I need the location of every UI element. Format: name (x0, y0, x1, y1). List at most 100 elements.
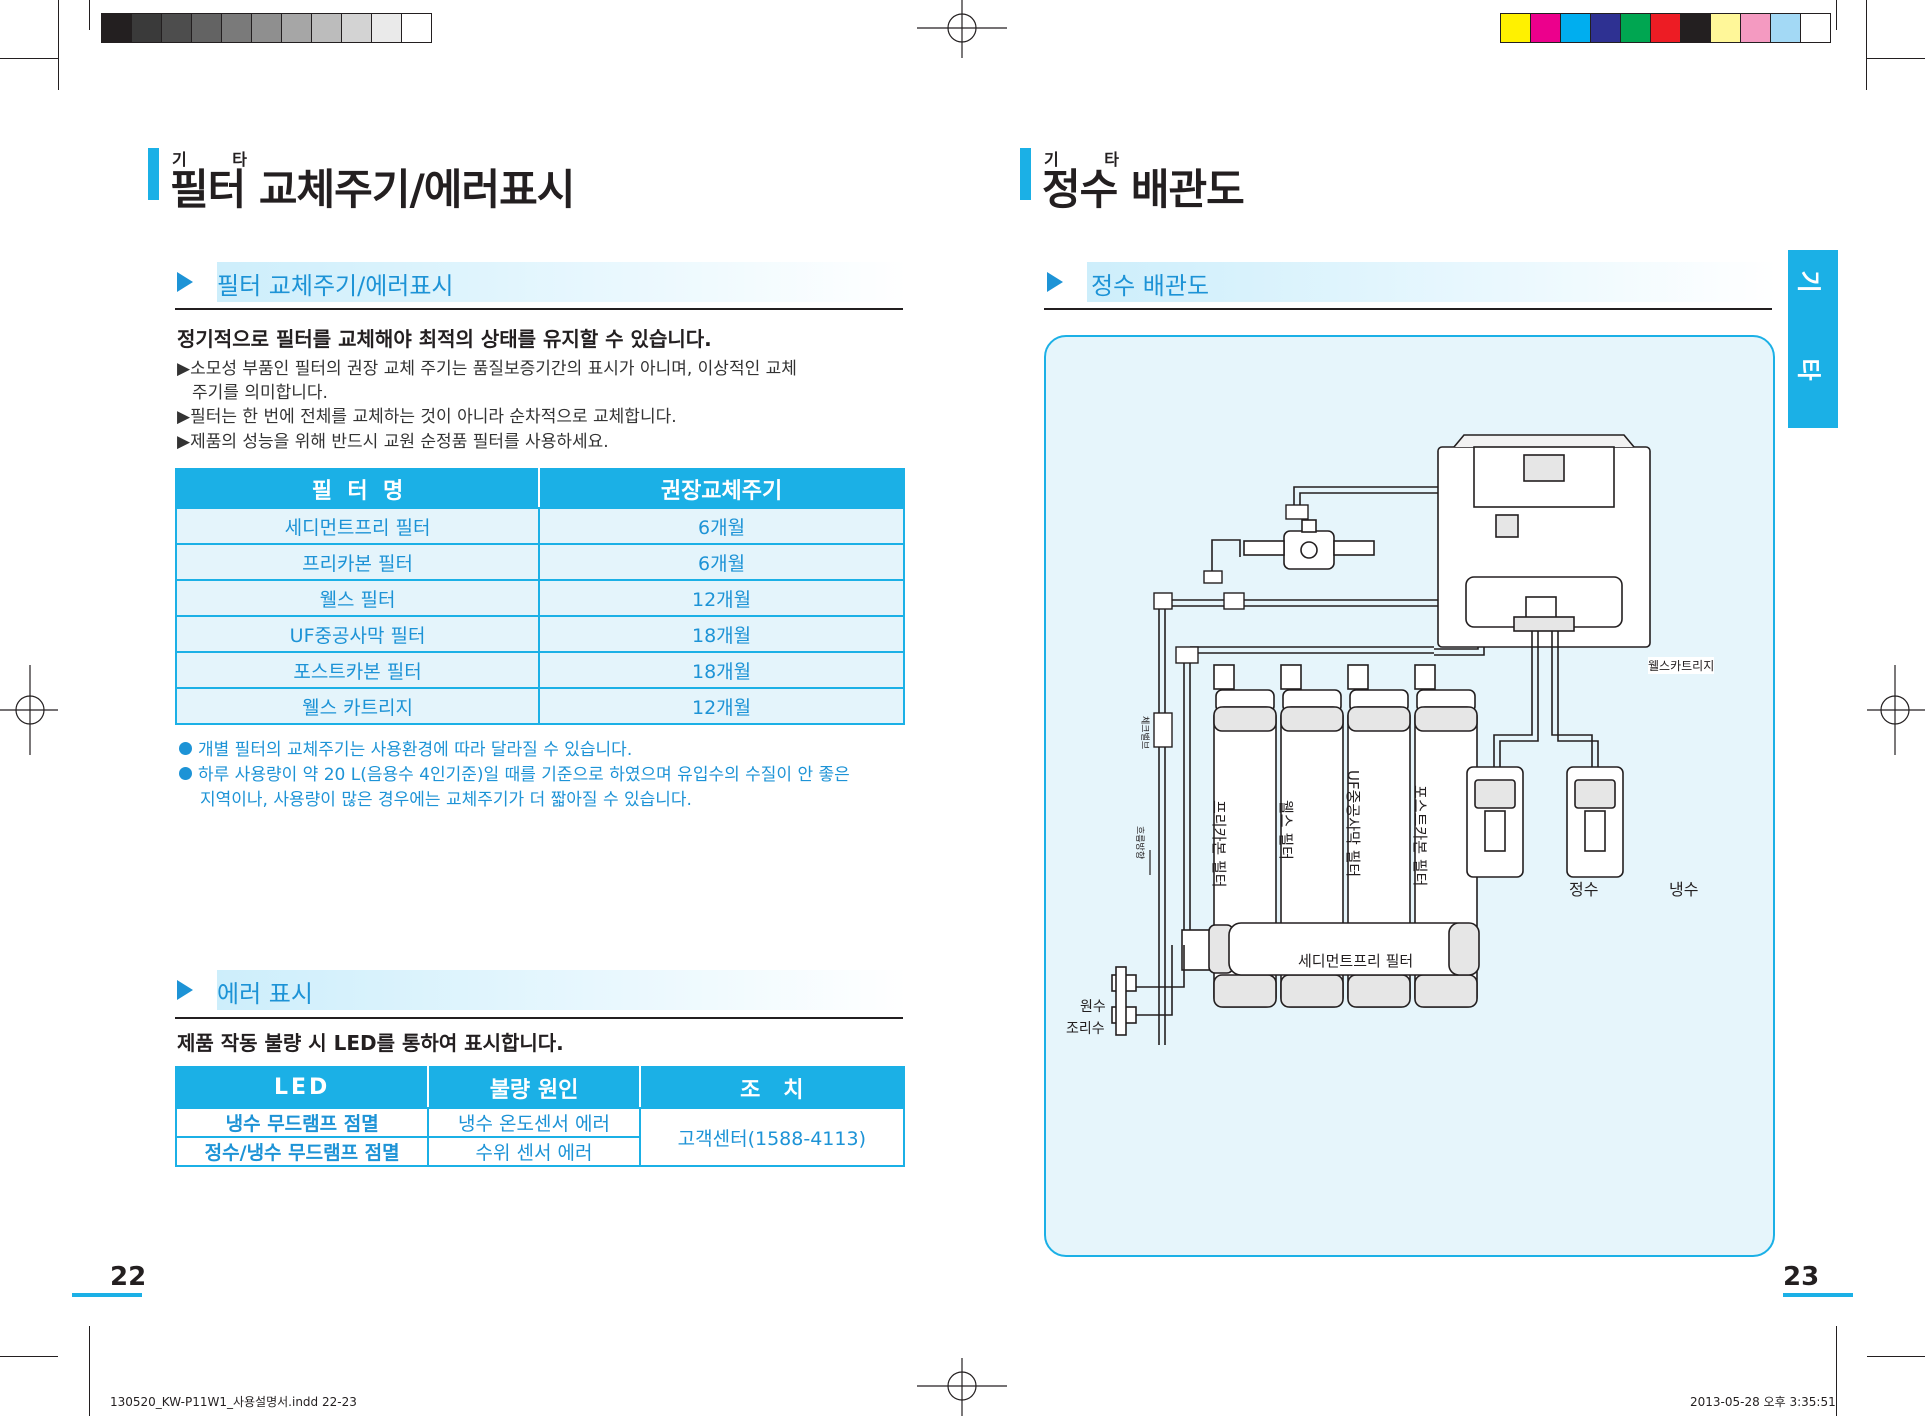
water-tank (1437, 434, 1651, 648)
label-inlet-raw: 원수 (1080, 999, 1106, 1015)
color-swatch (1680, 13, 1711, 43)
note-2-cont: 지역이나, 사용량이 많은 경우에는 교체주기가 더 짧아질 수 있습니다. (200, 790, 692, 810)
side-tab-char-1: 기 (1794, 270, 1823, 293)
header-replacement-cycle: 권장교체주기 (538, 468, 905, 509)
lead-text-error: 제품 작동 불량 시 LED를 통하여 표시합니다. (177, 1031, 564, 1055)
color-swatch (251, 13, 282, 43)
header-cause: 불량 원인 (427, 1066, 641, 1109)
color-swatch (161, 13, 192, 43)
triangle-bullet-icon (1047, 272, 1063, 292)
filter-name-cell: 프리카본 필터 (174, 543, 541, 581)
filter-name-cell: 웰스 카트리지 (174, 687, 541, 725)
section-header-filter: 필터 교체주기/에러표시 (177, 262, 907, 302)
cause-cell: 냉수 온도센서 에러 (427, 1107, 641, 1138)
section-header-plumbing: 정수 배관도 (1047, 262, 1777, 302)
registration-mark-bottom (917, 1358, 1007, 1416)
page-number-underline-right (1783, 1293, 1853, 1297)
ruby-text-left: 기 타 (172, 150, 268, 169)
section-band (217, 970, 907, 1010)
page-title-left: 필터 교체주기/에러표시 (170, 165, 575, 214)
pipe-pump-left (1211, 539, 1241, 575)
header-filter-name: 필 터 명 (174, 468, 541, 509)
lead-text-filter: 정기적으로 필터를 교체해야 최적의 상태를 유지할 수 있습니다. (177, 327, 712, 351)
page-number-right: 23 (1783, 1262, 1820, 1292)
cycle-cell: 6개월 (538, 543, 905, 581)
section-rule (1044, 308, 1772, 310)
color-swatch (281, 13, 312, 43)
crop-mark-bottom-left-v (89, 1326, 90, 1416)
inlet-fittings (1111, 945, 1185, 1036)
side-tab-char-2: 타 (1794, 358, 1823, 381)
section-label: 정수 배관도 (1091, 272, 1210, 300)
error-table-header: LED 불량 원인 조 치 (174, 1066, 906, 1109)
color-swatch (1800, 13, 1831, 43)
registration-mark-top (917, 0, 1007, 58)
section-header-error: 에러 표시 (177, 970, 907, 1010)
section-label: 에러 표시 (217, 980, 313, 1008)
label-filter-uf: UF중공사막 필터 (1344, 770, 1362, 878)
crop-mark-bottom-left-h (0, 1356, 58, 1357)
section-label: 필터 교체주기/에러표시 (217, 272, 454, 300)
label-filter-wells: 웰스 필터 (1277, 800, 1295, 860)
slug-date: 2013-05-28 오후 3:35:51 (1690, 1395, 1836, 1409)
label-filter-postcarbon: 포스트카본 필터 (1411, 785, 1429, 887)
section-band (217, 262, 907, 302)
page-number-underline-left (72, 1293, 142, 1297)
label-outlet-cold: 냉수 (1669, 880, 1699, 899)
label-cartridge: 웰스카트리지 (1648, 657, 1715, 674)
table-row: 냉수 무드램프 점멸 냉수 온도센서 에러 고객센터(1588-4113) (174, 1107, 906, 1167)
crop-mark-top-left-v (58, 0, 59, 90)
ruby-text-right: 기 타 (1044, 150, 1140, 169)
label-filter-precarbon: 프리카본 필터 (1210, 800, 1228, 888)
label-outlet-pure: 정수 (1569, 880, 1599, 899)
registration-mark-right (1867, 665, 1925, 755)
color-swatch (1710, 13, 1741, 43)
header-action: 조 치 (638, 1066, 906, 1109)
cycle-cell: 6개월 (538, 507, 905, 545)
color-swatch (311, 13, 342, 43)
registration-mark-left (0, 665, 58, 755)
cycle-cell: 18개월 (538, 615, 905, 653)
faucet-pure (1466, 766, 1524, 878)
note-text: 개별 필터의 교체주기는 사용환경에 따라 달라질 수 있습니다. (198, 740, 633, 760)
cycle-cell: 12개월 (538, 579, 905, 617)
slug-file: 130520_KW-P11W1_사용설명서.indd 22-23 (110, 1395, 357, 1409)
label-flow-direction: 흐름방향 (1134, 826, 1144, 860)
cause-cell: 수위 센서 에러 (427, 1136, 641, 1167)
cycle-cell: 18개월 (538, 651, 905, 689)
page-title-right: 정수 배관도 (1042, 165, 1245, 214)
crop-mark-top-right-v2 (1836, 0, 1837, 30)
color-swatch (131, 13, 162, 43)
filter-name-cell: 세디먼트프리 필터 (174, 507, 541, 545)
crop-mark-top-left-v2 (89, 0, 90, 30)
cycle-cell: 12개월 (538, 687, 905, 725)
side-tab: 기 타 (1788, 250, 1838, 428)
table-row: 정수/냉수 무드램프 점멸 수위 센서 에러 (174, 1136, 904, 1167)
bullet-line-2: 주기를 의미합니다. (192, 383, 328, 403)
plumbing-diagram (1111, 434, 1651, 1045)
led-cell: 냉수 무드램프 점멸 (174, 1107, 430, 1138)
filter-table-header: 필 터 명 권장교체주기 (174, 468, 905, 509)
color-swatch (1530, 13, 1561, 43)
note-dot-icon (179, 742, 192, 755)
crop-mark-top-right-v (1866, 0, 1867, 90)
action-cell: 고객센터(1588-4113) (638, 1107, 906, 1167)
pipe-rail-inner (1164, 605, 1479, 650)
note-2: 하루 사용량이 약 20 L(음용수 4인기준)일 때를 기준으로 하였으며 유… (179, 762, 850, 788)
section-band (1087, 262, 1777, 302)
color-swatch (1740, 13, 1771, 43)
pump-icon (1243, 519, 1375, 570)
bullet-line-3: ▶필터는 한 번에 전체를 교체하는 것이 아니라 순차적으로 교체합니다. (177, 407, 677, 427)
crop-mark-bottom-right-h (1867, 1356, 1925, 1357)
error-table: LED 불량 원인 조 치 냉수 무드램프 점멸 냉수 온도센서 에러 고객센터… (174, 1066, 906, 1167)
bullet-line-4: ▶제품의 성능을 위해 반드시 교원 순정품 필터를 사용하세요. (177, 432, 609, 452)
color-swatch (371, 13, 402, 43)
filter-name-cell: 웰스 필터 (174, 579, 541, 617)
color-swatch (1650, 13, 1681, 43)
crop-mark-top-left-h (0, 58, 58, 59)
